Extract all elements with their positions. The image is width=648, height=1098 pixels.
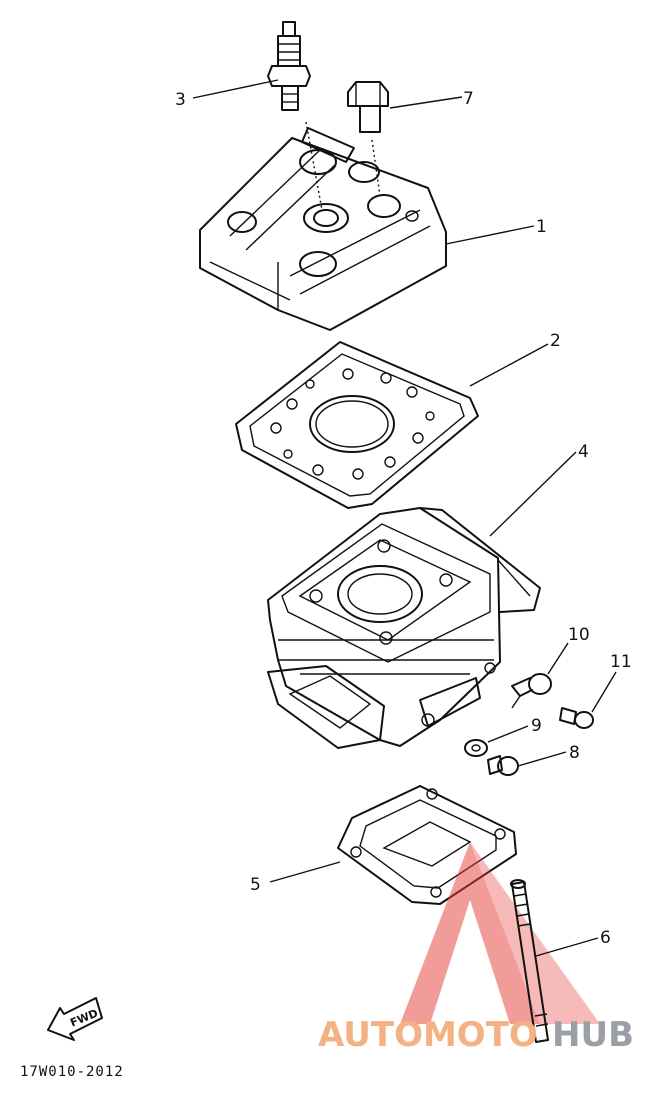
washer-part xyxy=(464,739,488,757)
watermark-text-hub: HUB xyxy=(552,1015,634,1055)
callout-6: 6 xyxy=(600,928,611,948)
callout-1: 1 xyxy=(536,217,547,237)
callout-9: 9 xyxy=(531,716,542,736)
cylinder-head-part xyxy=(199,127,447,331)
screw-part xyxy=(559,707,594,729)
callout-2: 2 xyxy=(550,331,561,351)
head-bolt-part xyxy=(347,81,389,133)
part-code: 17W010-2012 xyxy=(20,1064,124,1080)
callout-3: 3 xyxy=(175,90,186,110)
callout-5: 5 xyxy=(250,875,261,895)
cylinder-part xyxy=(267,507,541,749)
spark-plug-part xyxy=(267,21,311,111)
flange-bolt-part xyxy=(487,755,519,776)
clamp-part xyxy=(511,673,552,709)
callout-10: 10 xyxy=(568,625,590,645)
watermark-triangle xyxy=(400,842,600,1024)
callout-11: 11 xyxy=(610,652,632,672)
fwd-arrow-icon: FWD xyxy=(47,997,103,1041)
stud-bolt-part xyxy=(510,879,549,1043)
callout-4: 4 xyxy=(578,442,589,462)
callout-8: 8 xyxy=(569,743,580,763)
callout-7: 7 xyxy=(463,89,474,109)
watermark-text-automoto: AUTOMOTO xyxy=(318,1015,538,1055)
head-gasket-part xyxy=(235,341,479,509)
